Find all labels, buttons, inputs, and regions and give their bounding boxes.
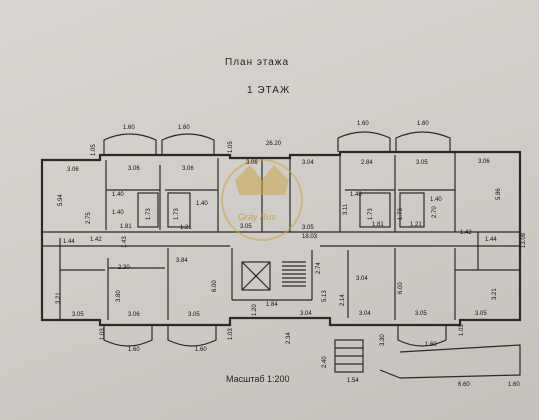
dim-balcony-top-right-2: 1.60: [417, 121, 429, 127]
dim-1-73-a: 1.73: [146, 208, 152, 220]
balcony-top-2: [161, 133, 215, 155]
dim-room-a: 3.06: [67, 167, 79, 173]
dim-balcony-top-right-1: 1.60: [357, 121, 369, 127]
dim-1-42-b: 1.42: [460, 230, 472, 236]
dim-top-edge-left: 1.05: [91, 144, 97, 156]
dim-1-73-d: 1.73: [398, 208, 404, 220]
scale-label: Масштаб 1:200: [226, 374, 290, 384]
dim-2-74: 2.74: [316, 262, 322, 274]
entrance-stairs: [334, 339, 364, 373]
dim-1-40-a: 1.40: [112, 192, 124, 198]
balcony-bottom-2: [167, 325, 217, 347]
dim-2-14: 2.14: [340, 294, 346, 306]
dim-3-04-mid: 3.04: [356, 276, 368, 282]
dim-1-54: 1.54: [347, 378, 359, 384]
dim-room-b: 3.06: [128, 166, 140, 172]
dim-bot-3-04-a: 3.04: [300, 311, 312, 317]
watermark-seal: [221, 159, 303, 241]
dim-1-43: 1.43: [122, 236, 128, 248]
dim-5-13: 5.13: [322, 290, 328, 302]
dim-bot-1-03-b: 1.03: [228, 328, 234, 340]
dim-room-3-04-top: 3.04: [302, 160, 314, 166]
dim-3-30: 3.30: [380, 334, 386, 346]
balcony-top-1: [103, 133, 157, 155]
dim-top-edge-mid: 1.05: [228, 141, 234, 153]
floor-label: 1 ЭТАЖ: [247, 85, 291, 96]
dim-18-03: 18.03: [302, 234, 318, 240]
dim-bot-3-05-b: 3.05: [188, 312, 200, 318]
dim-2-30: 2.30: [118, 265, 130, 271]
stairs: [282, 261, 306, 287]
dim-1-21-b: 1.21: [410, 222, 422, 228]
dim-room-c: 3.06: [182, 166, 194, 172]
dim-1-40-d: 1.40: [350, 192, 362, 198]
balcony-bottom-3: [397, 325, 447, 347]
watermark-text: Gray Rus: [238, 212, 277, 222]
dim-1-73-c: 1.73: [368, 208, 374, 220]
dim-room-d: 3.06: [246, 160, 258, 166]
dim-bot-3-05-a: 3.05: [72, 312, 84, 318]
dim-2-34: 2.34: [286, 332, 292, 344]
dim-overall-width: 26.20: [266, 141, 282, 147]
dim-1-81: 1.81: [120, 224, 132, 230]
dim-bot-1-03-c: 1.03: [459, 324, 465, 336]
dim-3-80: 3.80: [116, 290, 122, 302]
ramp: [399, 344, 521, 379]
dim-3-05-mid: 3.05: [240, 224, 252, 230]
dim-3-11: 3.11: [343, 203, 349, 215]
outer-wall: [40, 150, 522, 327]
dim-1-40-b: 1.40: [112, 210, 124, 216]
dim-1-81-b: 1.81: [372, 222, 384, 228]
dim-balcony-top-left-1: 1.60: [123, 125, 135, 131]
dim-bot-1-03-a: 1.03: [100, 328, 106, 340]
dim-bot-3-04-b: 3.04: [359, 311, 371, 317]
dim-1-21-a: 1.21: [180, 225, 192, 231]
dim-2-75: 2.75: [86, 212, 92, 224]
dim-2-70: 2.70: [432, 206, 438, 218]
plan-title: План этажа: [225, 57, 290, 68]
dim-right-wall: 5.86: [496, 188, 502, 200]
dim-1-20: 1.20: [252, 304, 258, 316]
dim-3-21-a: 3.21: [56, 292, 62, 304]
dim-6-00-b: 6.00: [398, 282, 404, 294]
dim-1-73-b: 1.73: [174, 208, 180, 220]
dim-6-60: 6.60: [458, 382, 470, 388]
balcony-top-3: [337, 131, 391, 152]
dim-balcony-top-left-2: 1.60: [178, 125, 190, 131]
dim-3-84: 3.84: [176, 258, 188, 264]
dim-3-05-c: 3.05: [302, 225, 314, 231]
dim-bot-3-05-c: 3.05: [415, 311, 427, 317]
dim-1-42-a: 1.42: [90, 237, 102, 243]
dim-1-40-e: 1.40: [430, 197, 442, 203]
dim-left-wall: 5.94: [58, 194, 64, 206]
dim-room-2-84: 2.84: [361, 160, 373, 166]
dim-1-84: 1.84: [266, 302, 278, 308]
dim-room-3-05-top: 3.05: [416, 160, 428, 166]
dim-bot-1-60-c: 1.60: [425, 342, 437, 348]
balcony-bottom-1: [103, 325, 153, 347]
dim-bot-1-60-b: 1.60: [195, 347, 207, 353]
dim-bot-3-06: 3.06: [128, 312, 140, 318]
dim-1-44-a: 1.44: [63, 239, 75, 245]
dim-6-00-a: 6.00: [212, 280, 218, 292]
dim-2-40: 2.40: [322, 356, 328, 368]
dim-1-40-c: 1.40: [196, 201, 208, 207]
balcony-top-4: [395, 131, 451, 152]
dim-3-21-b: 3.21: [492, 288, 498, 300]
dim-1-44-b: 1.44: [485, 237, 497, 243]
dim-room-3-06-e: 3.06: [478, 159, 490, 165]
dim-bot-1-60-a: 1.60: [128, 347, 140, 353]
dim-13-08: 13.08: [521, 232, 527, 248]
dim-1-60-bottom-right: 1.60: [508, 382, 520, 388]
dim-bot-3-05-d: 3.05: [475, 311, 487, 317]
